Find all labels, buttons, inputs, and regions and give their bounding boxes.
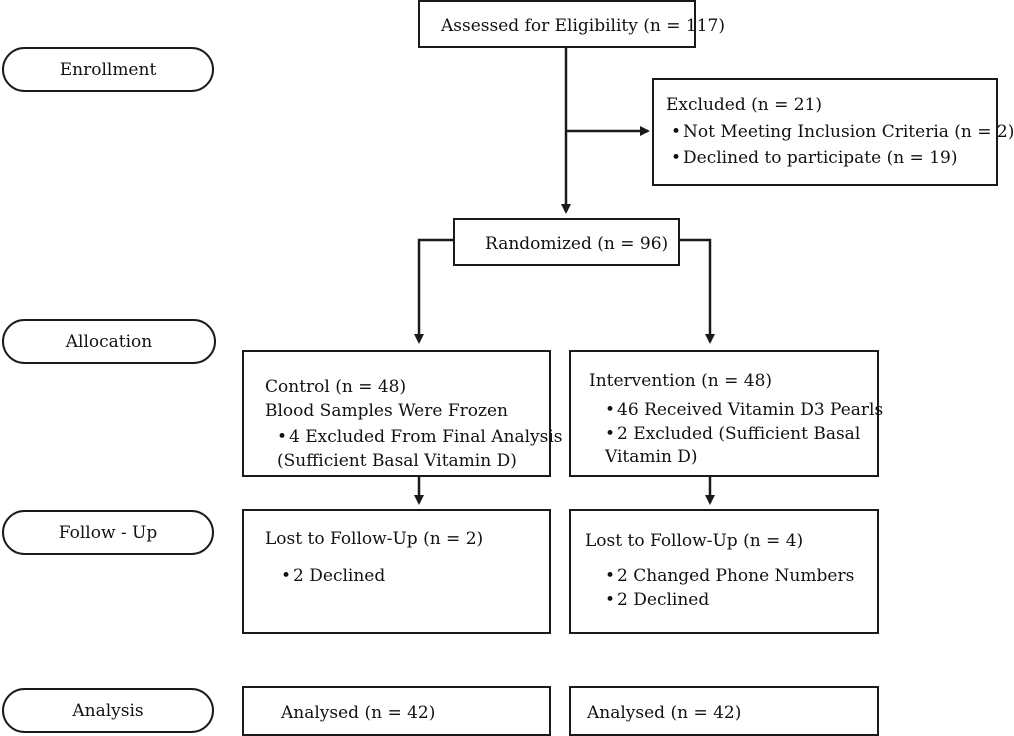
stage-allocation-label: Allocation xyxy=(65,331,153,352)
control-analysis-label: Analysed (n = 42) xyxy=(281,703,436,723)
control-exclusion: 4 Excluded From Final Analysis xyxy=(277,427,563,447)
intervention-title: Intervention (n = 48) xyxy=(589,371,773,391)
randomized-label: Randomized (n = 96) xyxy=(485,234,669,254)
intervention-followup-box: Lost to Follow-Up (n = 4) 2 Changed Phon… xyxy=(569,509,879,634)
control-box: Control (n = 48) Blood Samples Were Froz… xyxy=(242,350,563,477)
control-exclusion-text: 4 Excluded From Final Analysis xyxy=(289,427,563,447)
stage-allocation: Allocation xyxy=(2,319,216,364)
intervention-received-text: 46 Received Vitamin D3 Pearls xyxy=(617,400,884,420)
intervention-box: Intervention (n = 48) 46 Received Vitami… xyxy=(569,350,883,477)
intervention-analysis-label: Analysed (n = 42) xyxy=(587,703,742,723)
excluded-item: Not Meeting Inclusion Criteria (n = 2) xyxy=(671,124,1014,141)
control-analysis-box: Analysed (n = 42) xyxy=(242,686,551,736)
stage-enrollment-label: Enrollment xyxy=(59,59,157,80)
intervention-received: 46 Received Vitamin D3 Pearls xyxy=(605,402,883,419)
stage-analysis: Analysis xyxy=(2,688,214,733)
intervention-exclusion-cont: Vitamin D) xyxy=(605,447,698,467)
intervention-followup-item: 2 Changed Phone Numbers xyxy=(605,568,854,585)
randomized-box: Randomized (n = 96) xyxy=(453,218,680,266)
stage-analysis-label: Analysis xyxy=(72,700,144,721)
arrow-to-control xyxy=(414,238,453,344)
intervention-followup-item-text: 2 Declined xyxy=(617,590,710,610)
stage-follow-up-label: Follow - Up xyxy=(58,522,158,543)
intervention-followup-title: Lost to Follow-Up (n = 4) xyxy=(585,531,804,551)
control-exclusion-cont: (Sufficient Basal Vitamin D) xyxy=(277,451,517,471)
control-followup-box: Lost to Follow-Up (n = 2) 2 Declined xyxy=(242,509,551,634)
intervention-analysis-box: Analysed (n = 42) xyxy=(569,686,879,736)
assessed-box: Assessed for Eligibility (n = 117) xyxy=(418,0,725,48)
control-note: Blood Samples Were Frozen xyxy=(265,401,508,421)
intervention-followup-item-text: 2 Changed Phone Numbers xyxy=(617,566,855,586)
excluded-box: Excluded (n = 21) Not Meeting Inclusion … xyxy=(652,78,1014,186)
stage-follow-up: Follow - Up xyxy=(2,510,214,555)
control-followup-item: 2 Declined xyxy=(281,568,385,585)
excluded-item-text: Not Meeting Inclusion Criteria (n = 2) xyxy=(683,122,1014,142)
assessed-label: Assessed for Eligibility (n = 117) xyxy=(441,16,725,36)
excluded-item-text: Declined to participate (n = 19) xyxy=(683,148,958,168)
intervention-exclusion-text: 2 Excluded (Sufficient Basal xyxy=(617,424,861,444)
excluded-item: Declined to participate (n = 19) xyxy=(671,150,957,167)
intervention-exclusion: 2 Excluded (Sufficient Basal xyxy=(605,426,860,443)
arrow-to-intervention xyxy=(680,238,715,344)
control-title: Control (n = 48) xyxy=(265,377,407,397)
control-followup-item-text: 2 Declined xyxy=(293,566,386,586)
stage-enrollment: Enrollment xyxy=(2,47,214,92)
excluded-title: Excluded (n = 21) xyxy=(666,95,823,115)
control-followup-title: Lost to Follow-Up (n = 2) xyxy=(265,529,484,549)
intervention-followup-item: 2 Declined xyxy=(605,592,709,609)
